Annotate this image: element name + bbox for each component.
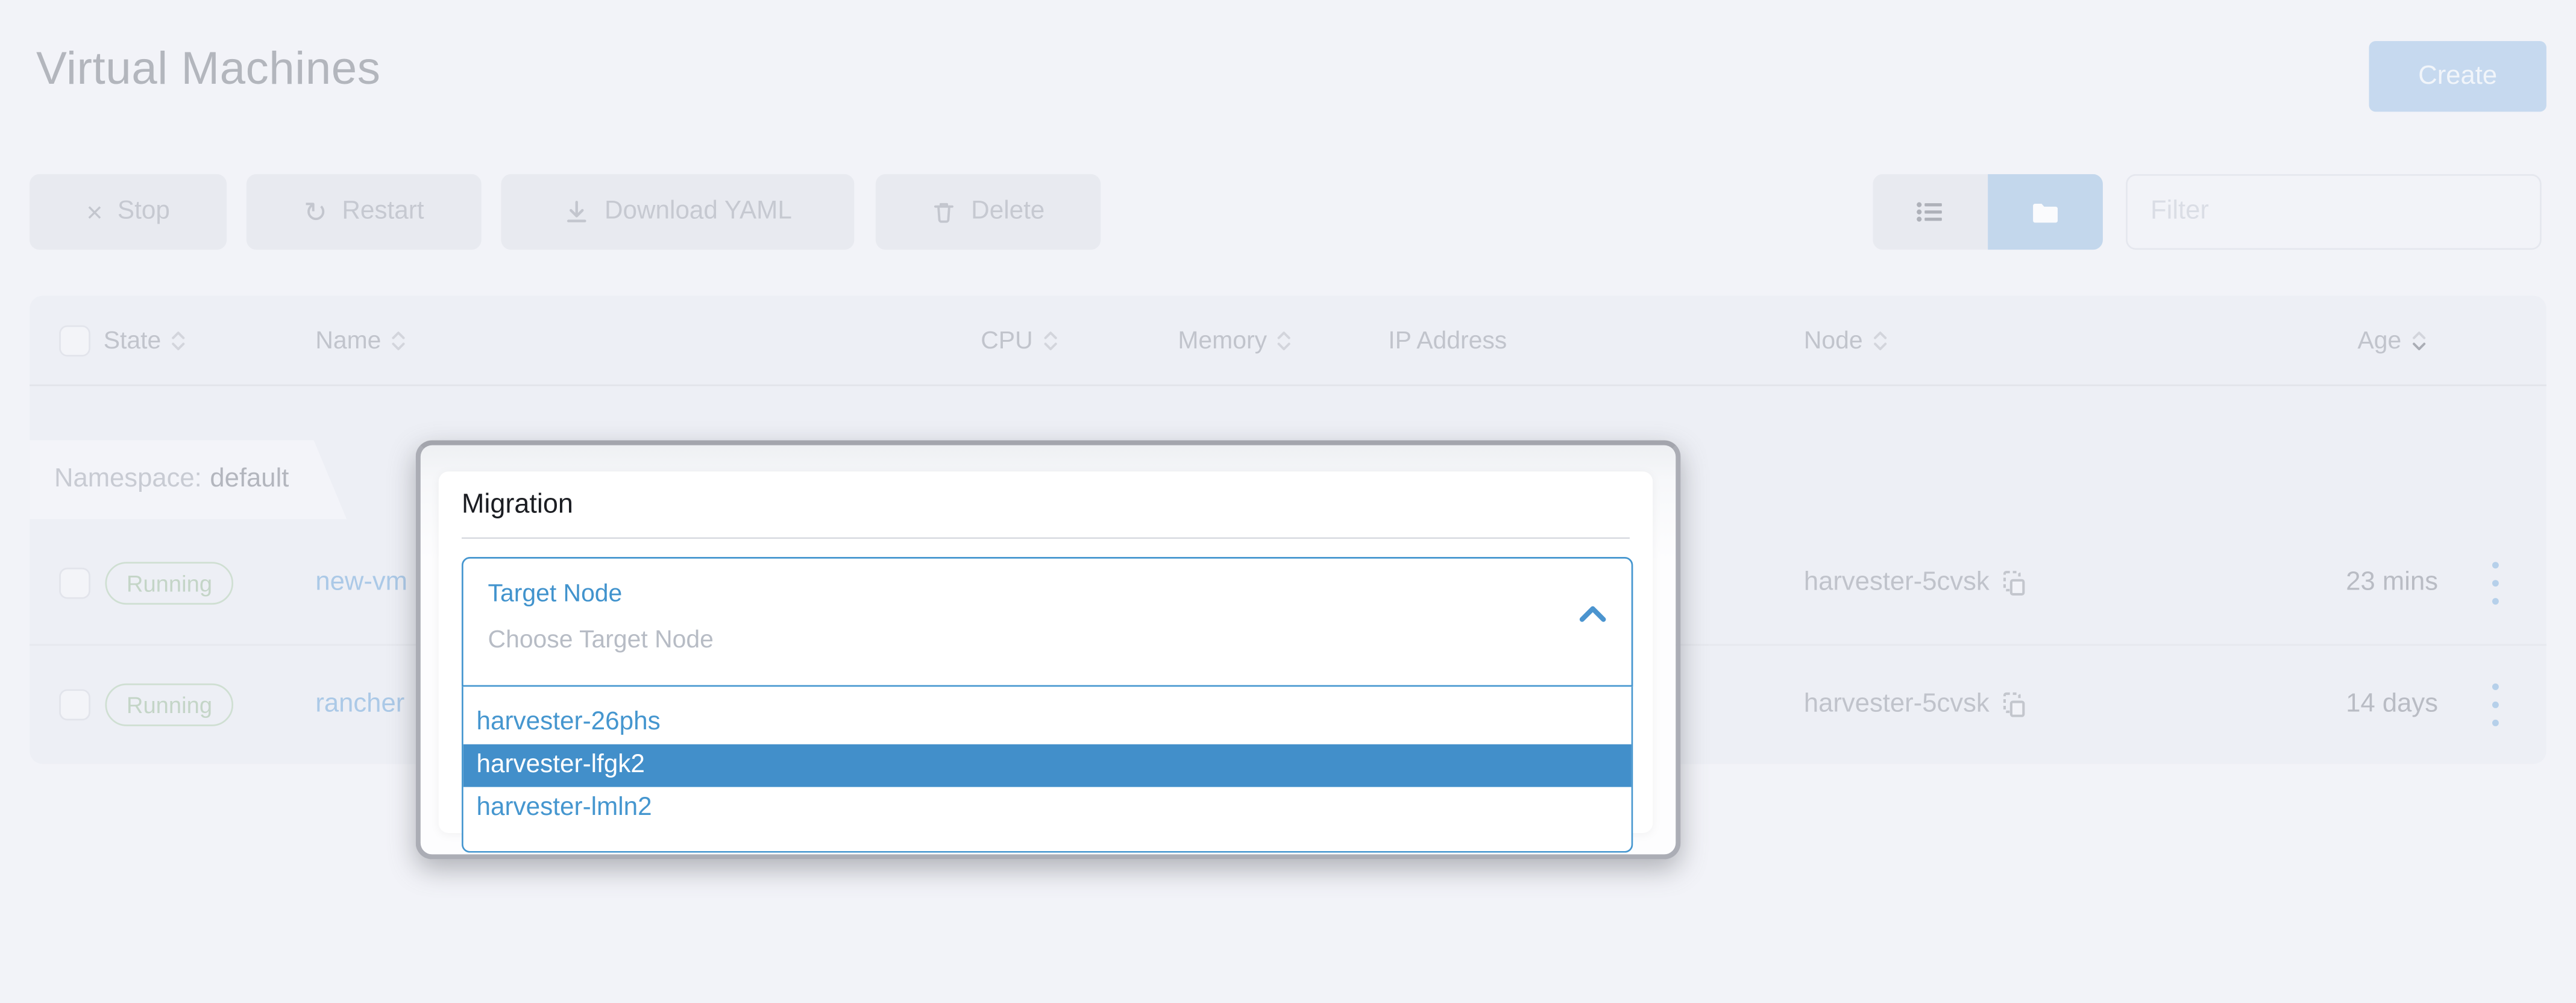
row-checkbox[interactable] [59, 689, 90, 721]
dropdown-option[interactable]: harvester-lmln2 [476, 793, 652, 822]
target-node-options-list: harvester-26phs harvester-lfgk2 harveste… [461, 687, 1633, 853]
vm-name-link[interactable]: new-vm [315, 568, 408, 597]
sort-icon-descending [2412, 332, 2425, 351]
delete-button[interactable]: Delete [875, 174, 1101, 250]
column-header-state[interactable]: State [104, 296, 186, 386]
column-header-label: Age [2357, 327, 2402, 355]
column-header-label: CPU [981, 327, 1033, 355]
state-badge: Running [105, 683, 234, 726]
column-header-label: Name [315, 327, 382, 355]
copy-icon[interactable] [2002, 570, 2025, 597]
trash-icon [934, 203, 954, 223]
view-toggle [1873, 174, 2103, 250]
download-yaml-button[interactable]: Download YAML [501, 174, 855, 250]
column-header-age[interactable]: Age [2357, 296, 2426, 386]
node-name: harvester-5cvsk [1803, 690, 1990, 718]
row-actions-kebab-icon[interactable] [2484, 562, 2507, 605]
create-button[interactable]: Create [2369, 41, 2546, 112]
column-header-label: IP Address [1388, 327, 1507, 355]
namespace-group-label: Namespace: [54, 465, 202, 493]
node-name: harvester-5cvsk [1803, 568, 1990, 597]
column-header-name[interactable]: Name [315, 296, 406, 386]
chevron-up-icon [1579, 606, 1606, 622]
table-row: Running new-vm harvester-5cvsk 23 mins [30, 523, 2546, 644]
group-by-namespace-toggle[interactable] [1988, 174, 2103, 250]
sort-icon [1873, 332, 1886, 351]
list-view-toggle[interactable] [1873, 174, 1988, 250]
node-cell: harvester-5cvsk [1804, 568, 2026, 598]
target-node-placeholder: Choose Target Node [488, 626, 714, 654]
column-header-ip-address: IP Address [1388, 296, 1507, 386]
node-cell: harvester-5cvsk [1804, 690, 2026, 720]
row-checkbox[interactable] [59, 567, 90, 599]
column-header-node[interactable]: Node [1804, 296, 1888, 386]
restart-button-label: Restart [342, 197, 424, 225]
target-node-select[interactable]: Target Node Choose Target Node [461, 557, 1633, 687]
column-header-label: Node [1803, 327, 1863, 355]
x-icon: × [86, 196, 103, 228]
target-node-dropdown: Target Node Choose Target Node harvester… [461, 557, 1633, 853]
delete-button-label: Delete [971, 197, 1045, 225]
state-badge: Running [105, 562, 234, 605]
age-cell: 23 mins [2346, 568, 2439, 597]
column-header-memory[interactable]: Memory [1178, 296, 1292, 386]
sort-icon [392, 332, 405, 351]
namespace-group-row: Namespace: default [30, 441, 347, 520]
column-header-label: State [103, 327, 162, 355]
download-yaml-button-label: Download YAML [605, 197, 792, 225]
table-header-row: State Name CPU Memory IP Address Node [30, 296, 2546, 386]
column-header-cpu[interactable]: CPU [981, 296, 1057, 386]
folder-icon [2033, 203, 2058, 222]
sort-icon [1278, 332, 1291, 351]
migration-modal: Migration Target Node Choose Target Node… [415, 440, 1681, 860]
stop-button-label: Stop [117, 197, 170, 225]
vm-name-link[interactable]: rancher [315, 690, 405, 718]
restart-button[interactable]: ↻ Restart [246, 174, 482, 250]
page-title: Virtual Machines [36, 42, 381, 94]
copy-icon[interactable] [2002, 692, 2025, 718]
download-icon [567, 201, 586, 222]
modal-divider [461, 537, 1630, 539]
refresh-icon: ↻ [303, 196, 327, 228]
dropdown-option[interactable]: harvester-26phs [476, 708, 661, 737]
stop-button[interactable]: × Stop [30, 174, 227, 250]
sort-icon [1043, 332, 1057, 351]
target-node-label: Target Node [488, 580, 623, 608]
filter-input[interactable] [2126, 174, 2542, 250]
sort-icon [172, 332, 185, 351]
column-header-label: Memory [1178, 327, 1268, 355]
namespace-group-value: default [210, 465, 289, 493]
select-all-checkbox[interactable] [59, 325, 90, 357]
list-icon [1917, 202, 1942, 222]
row-actions-kebab-icon[interactable] [2484, 683, 2507, 726]
dropdown-option-selected[interactable]: harvester-lfgk2 [463, 744, 1632, 787]
modal-title: Migration [461, 489, 573, 520]
age-cell: 14 days [2346, 690, 2439, 718]
